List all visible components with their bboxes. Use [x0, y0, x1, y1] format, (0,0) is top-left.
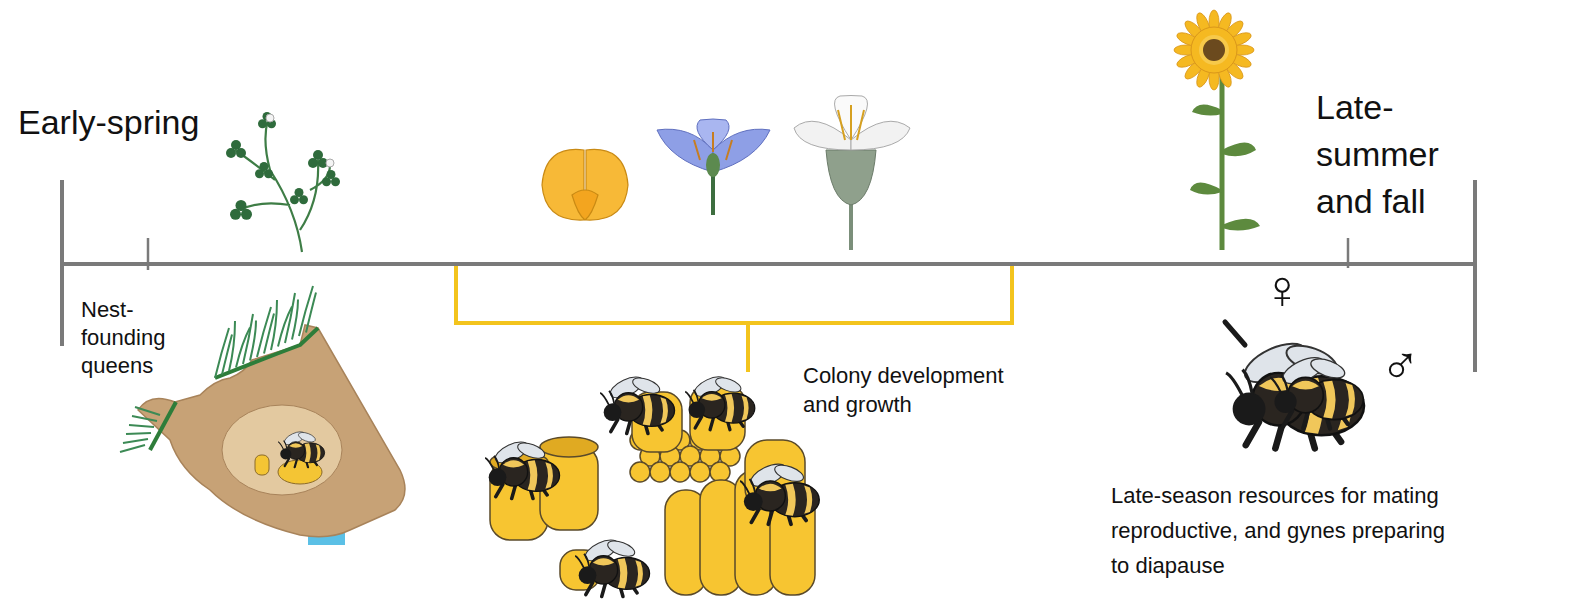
pea-flower [542, 149, 628, 220]
mating-bees [1225, 322, 1364, 448]
flax-flower [657, 119, 770, 215]
grass-blade [229, 321, 235, 371]
grass-blade [123, 439, 148, 443]
stage-label: Nest- founding queens [81, 296, 193, 380]
grass-blade [135, 407, 160, 415]
season-label: Late- summer and fall [1316, 84, 1466, 225]
male-symbol: ♂ [1380, 338, 1440, 392]
brood-cell [650, 462, 670, 482]
clover-plant [226, 112, 340, 252]
grass-blade [271, 300, 277, 350]
grass-blade [292, 300, 298, 340]
stage-label: Colony development and growth [803, 362, 1038, 419]
timeline [62, 180, 1475, 372]
stage-label: Late-season resources for mating reprodu… [1111, 478, 1447, 584]
grass-blade [250, 321, 256, 361]
grass-blade [129, 425, 154, 427]
sunflower [1174, 10, 1260, 250]
season-bracket [456, 266, 1012, 372]
brood-cell [690, 462, 710, 482]
grass-blade [120, 445, 145, 452]
brood-cell [710, 462, 730, 482]
worker-bees [485, 373, 819, 597]
grass-blade [132, 416, 157, 421]
lily-flower [794, 96, 910, 251]
female-symbol: ♀ [1262, 262, 1312, 316]
grass-blade [306, 293, 316, 333]
brood-cell [630, 462, 650, 482]
season-label: Early-spring [18, 102, 238, 143]
nest-burrow [138, 325, 405, 545]
brood-cell [670, 462, 690, 482]
grass-blade [126, 433, 151, 434]
